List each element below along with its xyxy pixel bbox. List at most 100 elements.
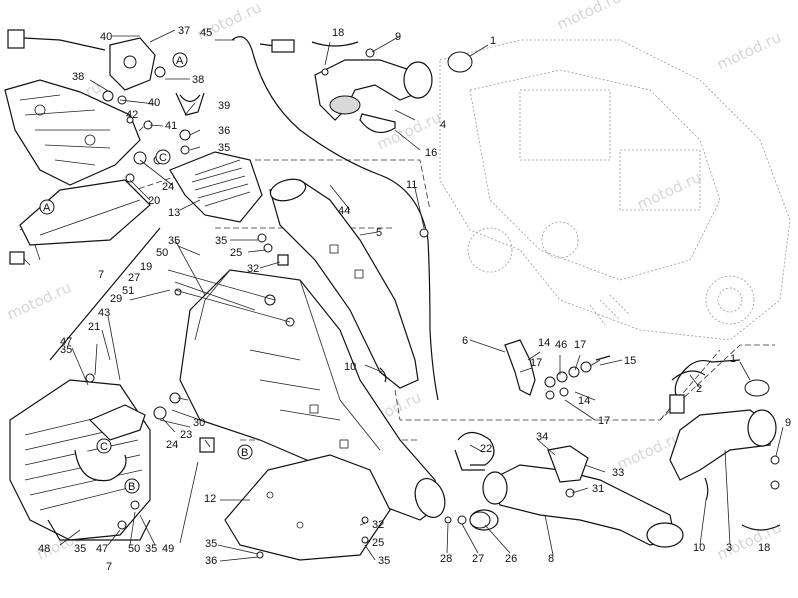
part-label: 29 xyxy=(110,293,122,305)
heat-shield-13 xyxy=(169,151,263,223)
rear-frame-bracket xyxy=(4,79,151,266)
part-label: 10 xyxy=(693,542,705,554)
part-label: 44 xyxy=(338,205,350,217)
part-label: 35 xyxy=(378,555,390,567)
ref-a-label: A xyxy=(43,202,51,214)
part-label: 35 xyxy=(218,142,230,154)
part-label: 37 xyxy=(178,25,190,37)
part-label: 35 xyxy=(60,344,72,356)
part-label: 45 xyxy=(200,27,212,39)
ref-b-label: B xyxy=(128,481,135,493)
part-label: 17 xyxy=(530,357,542,369)
oxygen-sensor-2 xyxy=(669,359,741,414)
part-label: 10 xyxy=(344,361,356,373)
oxygen-sensor-connector xyxy=(7,29,166,105)
ref-a-label: A xyxy=(176,55,184,67)
header-pipe-4 xyxy=(314,48,473,134)
ref-b-label: B xyxy=(241,447,248,459)
part-label: 27 xyxy=(128,272,140,284)
watermark: motod.ru xyxy=(4,278,74,323)
part-label: 41 xyxy=(165,120,177,132)
part-label: 23 xyxy=(180,429,192,441)
part-label: 15 xyxy=(624,355,636,367)
heat-shield-12 xyxy=(224,454,391,561)
part-label: 35 xyxy=(168,235,180,247)
part-label: 30 xyxy=(193,417,205,429)
part-label: 17 xyxy=(574,339,586,351)
ref-c-label: C xyxy=(159,152,167,164)
part-label: 35 xyxy=(145,543,157,555)
part-label: 13 xyxy=(168,207,180,219)
part-label: 32 xyxy=(372,519,384,531)
part-label: 36 xyxy=(218,125,230,137)
part-label: 2 xyxy=(696,383,702,395)
part-label: 26 xyxy=(505,553,517,565)
part-label: 25 xyxy=(372,537,384,549)
part-label: 38 xyxy=(72,71,84,83)
part-label: 43 xyxy=(98,307,110,319)
part-label: 1 xyxy=(730,353,736,365)
sensor-cable-44 xyxy=(231,36,439,401)
part-label: 33 xyxy=(612,467,624,479)
muffler-body xyxy=(179,269,446,521)
part-label: 21 xyxy=(88,321,100,333)
part-label: 25 xyxy=(230,247,242,259)
part-label: 50 xyxy=(128,543,140,555)
part-label: 51 xyxy=(122,285,134,297)
rear-hanger-bracket xyxy=(74,294,295,482)
part-label: 24 xyxy=(162,181,174,193)
part-label: 28 xyxy=(440,553,452,565)
part-label: 50 xyxy=(156,247,168,259)
mid-pipe-5 xyxy=(269,178,419,389)
part-label: 14 xyxy=(538,337,550,349)
part-label: 27 xyxy=(472,553,484,565)
part-label: 19 xyxy=(140,261,152,273)
part-label: 35 xyxy=(205,538,217,550)
watermark: motod.ru xyxy=(714,518,784,563)
part-label: 24 xyxy=(166,439,178,451)
part-label: 42 xyxy=(126,109,138,121)
part-label: 22 xyxy=(480,443,492,455)
part-label: 46 xyxy=(555,339,567,351)
watermark: motod.ru xyxy=(554,0,624,34)
part-label: 31 xyxy=(592,483,604,495)
part-label: 32 xyxy=(247,263,259,275)
clamp-22 xyxy=(454,431,589,483)
part-label: 38 xyxy=(192,74,204,86)
part-label: 40 xyxy=(100,31,112,43)
watermark: motod.ru xyxy=(634,168,704,213)
group-brackets xyxy=(47,41,781,541)
part-label: 5 xyxy=(376,227,382,239)
part-label: 47 xyxy=(96,543,108,555)
part-label: 36 xyxy=(205,555,217,567)
watermark: motod.ru xyxy=(714,28,784,73)
part-label: 18 xyxy=(332,27,344,39)
part-label: 35 xyxy=(74,543,86,555)
bracket-6 xyxy=(504,339,611,400)
part-labels: 40 37 38 38 40 39 42 41 36 35 24 20 13 4… xyxy=(38,25,791,573)
part-label: 11 xyxy=(406,179,417,191)
part-label: 7 xyxy=(98,269,104,281)
part-label: 9 xyxy=(395,31,401,43)
part-label: 40 xyxy=(148,97,160,109)
part-label: 48 xyxy=(38,543,50,555)
part-label: 35 xyxy=(215,235,227,247)
part-label: 12 xyxy=(204,493,216,505)
part-label: 49 xyxy=(162,543,174,555)
part-label: 20 xyxy=(148,195,160,207)
part-label: 16 xyxy=(425,147,437,159)
part-label: 39 xyxy=(218,100,230,112)
part-label: 14 xyxy=(578,395,590,407)
small-hardware-left xyxy=(125,92,205,183)
engine-outline xyxy=(439,39,791,341)
part-label: 6 xyxy=(462,335,468,347)
part-label: 47 xyxy=(60,336,72,348)
part-label: 1 xyxy=(490,35,496,47)
leader-lines xyxy=(59,29,784,562)
part-label: 9 xyxy=(785,417,791,429)
part-label: 17 xyxy=(598,415,610,427)
part-label: 34 xyxy=(536,431,548,443)
part-label: 8 xyxy=(548,553,554,565)
